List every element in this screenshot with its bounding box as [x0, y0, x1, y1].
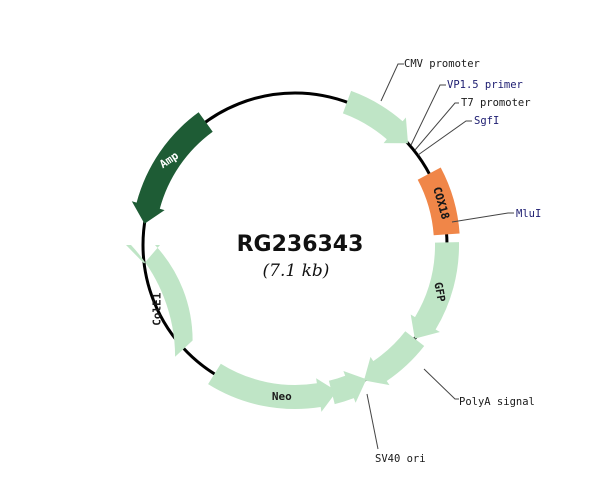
neo-feature [208, 363, 337, 412]
cmv-callout-label: CMV promoter [404, 58, 480, 70]
polya-feature [364, 331, 425, 386]
vp15-leader-line [410, 84, 446, 146]
t7-callout-label: T7 promoter [461, 97, 531, 109]
polya-callout-label: PolyA signal [459, 396, 535, 408]
neo-label: Neo [272, 390, 292, 403]
cole1-feature [126, 245, 193, 357]
sgfi-leader-line [417, 120, 472, 156]
amp-feature [131, 112, 213, 224]
cox18-feature [417, 167, 460, 236]
polya-leader-line [423, 368, 459, 400]
cole1-label: ColE1 [151, 292, 164, 325]
sv40-callout-label: SV40 ori [375, 453, 426, 465]
plasmid-size: (7.1 kb) [263, 261, 330, 281]
mlui-callout-label: MluI [516, 208, 541, 220]
vp15-callout-label: VP1.5 primer [447, 79, 523, 91]
cmv-leader-line [380, 63, 404, 102]
sgfi-callout-label: SgfI [474, 115, 499, 127]
sv40-leader-line [366, 393, 379, 450]
gfp-label: GFP [431, 281, 447, 303]
sv40-feature [328, 371, 367, 405]
t7-leader-line [414, 102, 459, 151]
plasmid-name: RG236343 [237, 232, 364, 257]
mlui-leader-line [451, 212, 514, 223]
cmv-feature [342, 90, 408, 144]
gfp-feature [410, 242, 460, 339]
